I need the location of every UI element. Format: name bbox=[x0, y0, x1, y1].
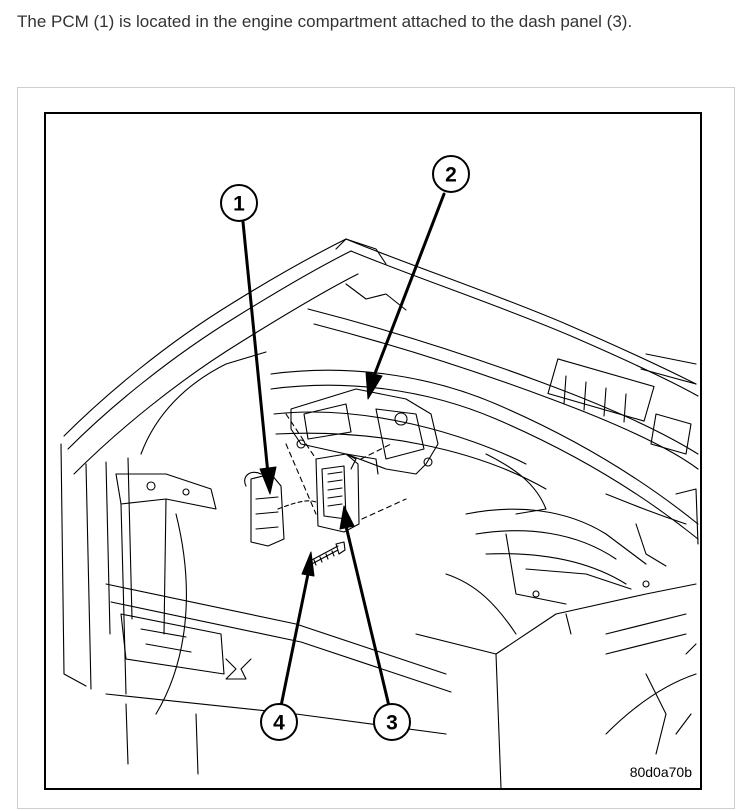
mounting-bolt bbox=[307, 541, 346, 567]
hood-edge-right bbox=[640, 353, 699, 545]
callout-4: 4 bbox=[260, 703, 298, 741]
diagram-frame: 1 2 3 4 80d0a70b bbox=[44, 112, 702, 790]
description-text: The PCM (1) is located in the engine com… bbox=[17, 12, 633, 31]
callout-2: 2 bbox=[432, 155, 470, 193]
pcm-module bbox=[315, 453, 379, 533]
cowl-vent bbox=[547, 358, 692, 455]
engine-bay-right bbox=[415, 508, 697, 788]
lower-frame bbox=[105, 583, 452, 775]
callout-3: 3 bbox=[373, 703, 411, 741]
callout-2-label: 2 bbox=[445, 164, 457, 187]
engine-compartment-illustration: 1 2 3 4 bbox=[60, 155, 699, 788]
callout-3-label: 3 bbox=[386, 712, 398, 735]
left-fender-lines bbox=[60, 238, 359, 690]
figure-code: 80d0a70b bbox=[629, 764, 692, 780]
inner-fender bbox=[115, 351, 267, 715]
callout-leaders bbox=[241, 192, 446, 708]
pcm-bracket bbox=[290, 388, 439, 475]
callout-4-label: 4 bbox=[273, 712, 285, 735]
dash-panel bbox=[270, 369, 699, 567]
callout-1-label: 1 bbox=[233, 193, 245, 216]
alignment-lines bbox=[285, 413, 407, 520]
pcm-connector bbox=[244, 471, 317, 547]
callout-1: 1 bbox=[220, 184, 258, 222]
cowl-lines bbox=[307, 238, 699, 470]
